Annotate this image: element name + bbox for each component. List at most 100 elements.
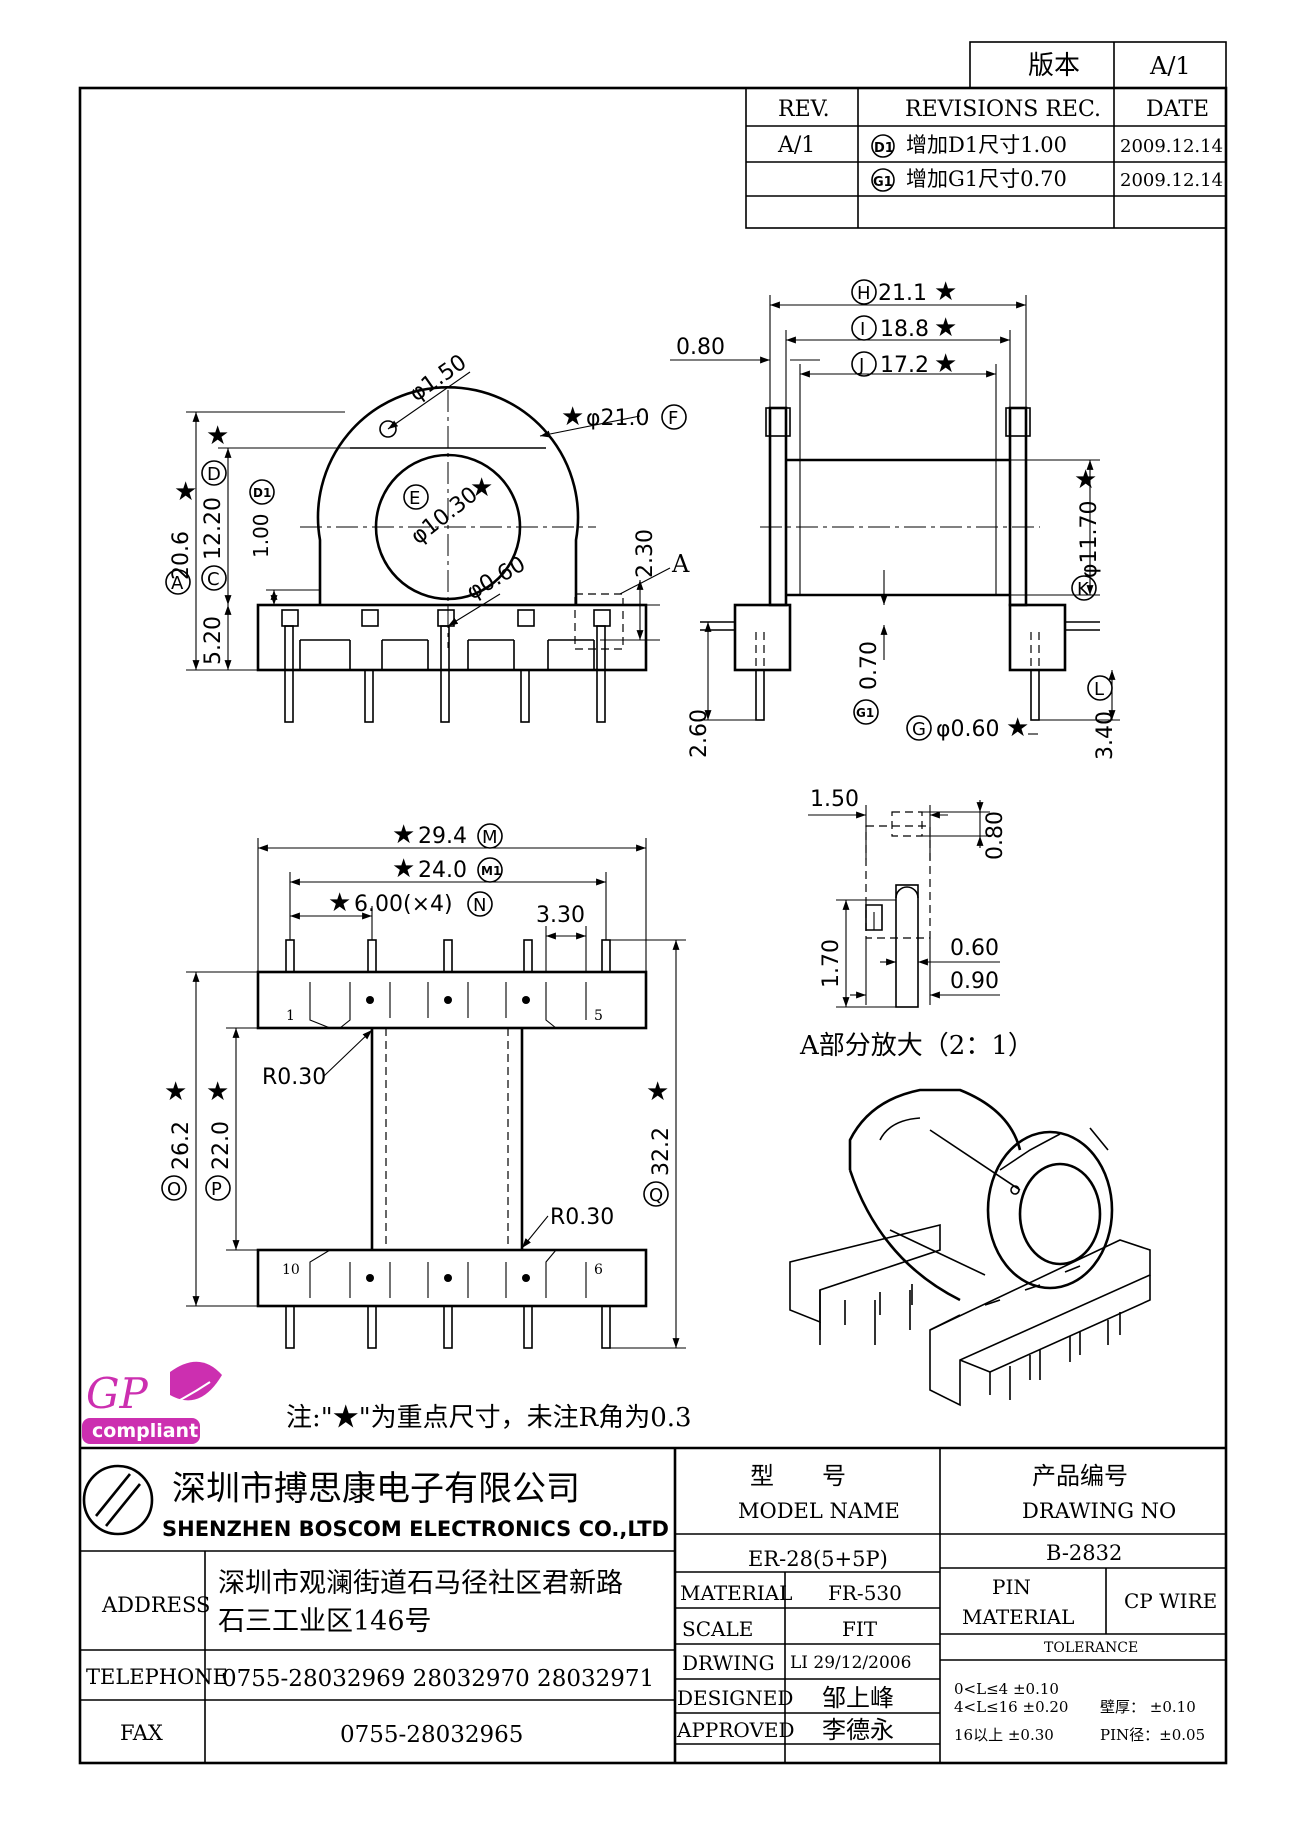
dim-M1-value: 24.0 (418, 858, 467, 883)
dim-N-value: 6.00(×4) (354, 892, 453, 917)
scale-value: FIT (842, 1617, 878, 1641)
side-view: H 21.1 ★ I 18.8 ★ J 17.2 ★ 0.80 ★ φ11.70… (670, 277, 1120, 760)
svg-text:★: ★ (1074, 465, 1097, 495)
svg-text:★: ★ (934, 349, 957, 379)
fax-label: FAX (120, 1721, 163, 1745)
top-view: 1 5 10 6 ★ 29.4 M ★ 24.0 M1 ★ 6.00(×4) N… (161, 820, 686, 1349)
pin-number-10: 10 (282, 1262, 300, 1278)
mark-G: G (912, 719, 926, 740)
drawing-label-cn: 产品编号 (1032, 1462, 1128, 1490)
pin-number-5: 5 (594, 1008, 603, 1024)
rev-row-2-date: 2009.12.14 (1120, 170, 1223, 191)
rev-header: REV. (778, 97, 830, 122)
dim-O-value: 26.2 (169, 1121, 194, 1170)
dim-P-value: 22.0 (209, 1121, 234, 1170)
rev-row-2-mark: G1 (873, 175, 893, 190)
svg-text:★: ★ (164, 1077, 187, 1107)
svg-text:★: ★ (392, 854, 415, 884)
mark-H: H (857, 283, 871, 304)
svg-text:★: ★ (328, 888, 351, 918)
dim-pinhole-value: φ0.60 (463, 552, 530, 605)
model-value: ER-28(5+5P) (748, 1547, 888, 1571)
dim-J-value: 17.2 (880, 353, 929, 378)
version-label: 版本 (1028, 51, 1080, 81)
mark-L: L (1094, 679, 1104, 700)
dim-M-value: 29.4 (418, 824, 467, 849)
drawing-row-value: LI 29/12/2006 (790, 1653, 911, 1673)
dim-330-value: 3.30 (536, 903, 585, 928)
dim-A-star: ★ (174, 477, 197, 507)
dim-G-value: φ0.60 (936, 717, 1000, 742)
tolerance-2: 4<L≤16 ±0.20 (954, 1698, 1068, 1716)
model-label-cn: 型 号 (750, 1462, 846, 1490)
pin-diameter-tolerance: PIN径：±0.05 (1100, 1726, 1205, 1744)
rev-row-2-text: 增加G1尺寸0.70 (906, 167, 1067, 191)
pin-material-label-2: MATERIAL (962, 1605, 1074, 1629)
mark-E: E (409, 488, 420, 509)
detail-caption: A部分放大（2：1） (799, 1031, 1034, 1061)
mark-N: N (473, 895, 486, 916)
telephone-label: TELEPHONE (86, 1665, 228, 1689)
dim-R2-value: R0.30 (550, 1205, 614, 1230)
rev-row-1-rev: A/1 (777, 133, 815, 158)
version-value: A/1 (1149, 52, 1191, 80)
detail-dim-150: 1.50 (810, 787, 859, 812)
rev-row-1-date: 2009.12.14 (1120, 136, 1223, 157)
pin-number-6: 6 (594, 1262, 603, 1278)
title-block: 深圳市搏思康电子有限公司 SHENZHEN BOSCOM ELECTRONICS… (80, 1446, 1226, 1763)
mark-G1: G1 (856, 706, 874, 720)
tolerance-1: 0<L≤4 ±0.10 (954, 1680, 1059, 1698)
version-box: 版本 A/1 (969, 41, 1227, 89)
designed-label: DESIGNED (677, 1686, 793, 1710)
model-label-en: MODEL NAME (738, 1499, 900, 1523)
detail-dim-080: 0.80 (983, 811, 1008, 860)
address-line1: 深圳市观澜街道石马径社区君新路 (218, 1568, 623, 1599)
mark-D: D (207, 464, 221, 485)
pin-material-label-1: PIN (992, 1575, 1031, 1599)
mark-P: P (211, 1179, 222, 1200)
detail-dim-090: 0.90 (950, 969, 999, 994)
material-label: MATERIAL (680, 1581, 792, 1605)
dim-D-star: ★ (206, 421, 229, 451)
svg-text:★: ★ (1006, 713, 1029, 743)
gp-logo-text: GP (86, 1369, 149, 1418)
drawing-row-label: DRWING (682, 1651, 775, 1675)
mark-J: J (858, 355, 864, 376)
mark-M1: M1 (481, 864, 501, 878)
dim-D1-value: 1.00 (249, 513, 273, 558)
dim-520-value: 5.20 (201, 616, 226, 665)
dim-L-value: 3.40 (1093, 711, 1118, 760)
rev-row-1-text: 增加D1尺寸1.00 (906, 133, 1067, 157)
svg-text:★: ★ (561, 402, 584, 432)
detail-a-view: 1.50 0.80 1.70 0.60 0.90 (808, 787, 1008, 1008)
dim-flange-offset-value: 0.80 (676, 335, 725, 360)
detail-dim-060: 0.60 (950, 936, 999, 961)
drawing-value: B-2832 (1046, 1541, 1122, 1565)
svg-text:★: ★ (934, 313, 957, 343)
svg-text:★: ★ (206, 1077, 229, 1107)
mark-I: I (860, 319, 865, 340)
fax-value: 0755-28032965 (340, 1722, 523, 1748)
company-name-cn: 深圳市搏思康电子有限公司 (172, 1469, 580, 1509)
company-name-en: SHENZHEN BOSCOM ELECTRONICS CO.,LTD (162, 1517, 669, 1541)
revision-table: REV. REVISIONS REC. DATE A/1 D1 增加D1尺寸1.… (745, 87, 1227, 229)
svg-text:★: ★ (392, 820, 415, 850)
detail-dim-170: 1.70 (819, 939, 844, 988)
wall-thickness-tolerance: 壁厚： ±0.10 (1100, 1698, 1196, 1716)
drawing-note: 注:"★"为重点尺寸，未注R角为0.3 (286, 1403, 692, 1433)
address-line2: 石三工业区146号 (218, 1606, 432, 1637)
designed-value: 邹上峰 (822, 1684, 894, 1712)
pin-number-1: 1 (286, 1008, 295, 1024)
mark-A: A (171, 573, 184, 594)
mark-O: O (167, 1179, 181, 1200)
date-header: DATE (1146, 97, 1209, 122)
approved-value: 李德永 (822, 1716, 894, 1744)
svg-text:★: ★ (646, 1077, 669, 1107)
detail-callout-label: A (671, 550, 690, 578)
revisions-header: REVISIONS REC. (905, 97, 1101, 122)
scale-label: SCALE (682, 1617, 753, 1641)
gp-compliant-text: compliant (92, 1420, 198, 1442)
dim-R1-value: R0.30 (262, 1065, 326, 1090)
rev-row-1-mark: D1 (874, 141, 894, 156)
